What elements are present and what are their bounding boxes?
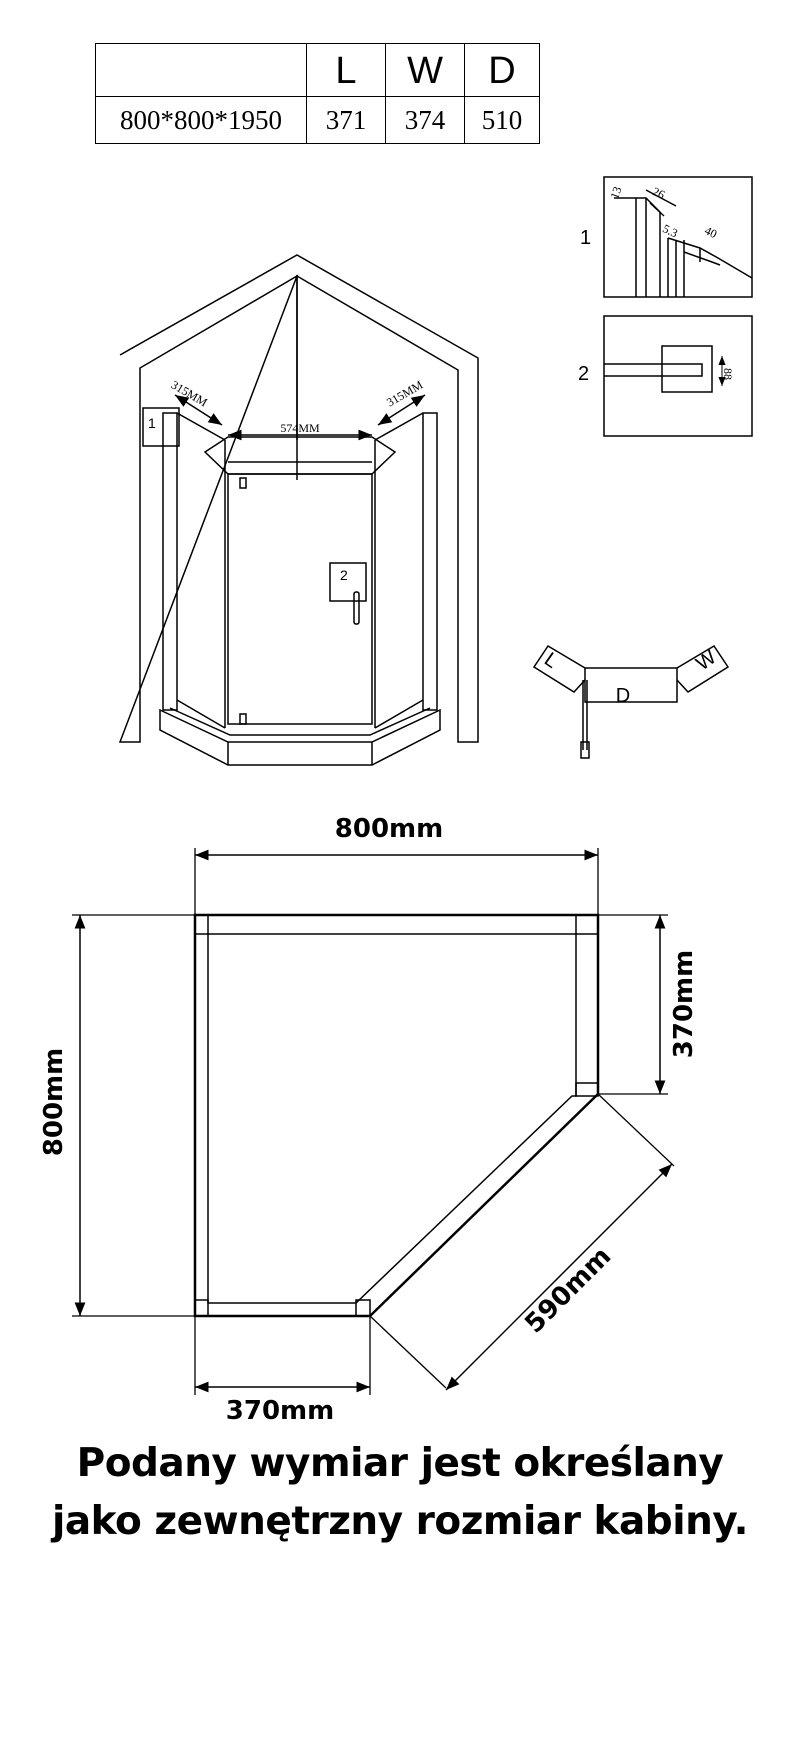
note-line-1: Podany wymiar jest określany <box>76 1441 724 1486</box>
plan-outline <box>193 913 600 1318</box>
plan-top-dim-label: 800mm <box>335 814 443 844</box>
right-side-dim-label: 315MM <box>384 377 425 409</box>
mini-plan-d-label: D <box>616 685 630 707</box>
plan-left-dim-label: 800mm <box>39 1048 69 1156</box>
detail-1-dim-b: 26 <box>650 184 667 202</box>
detail-1-box <box>603 176 753 298</box>
floor-plan <box>72 848 675 1395</box>
cell-model-size: 800*800*1950 <box>95 96 307 144</box>
perspective-view <box>118 254 479 766</box>
detail-1-dim-c: 5.3 <box>660 221 680 240</box>
detail-1-dim-a: 13 <box>607 185 624 201</box>
mini-plan <box>532 644 730 759</box>
callout-box-2 <box>329 562 367 602</box>
table-row: 800*800*1950 371 374 510 <box>95 96 540 144</box>
door-panel <box>227 473 373 725</box>
detail-1-dim-d: 40 <box>702 223 719 241</box>
callout-2-label: 2 <box>340 567 348 583</box>
shower-tray <box>159 708 441 766</box>
dimension-table: L W D 800*800*1950 371 374 510 <box>95 43 540 144</box>
header-cell-model <box>95 43 307 97</box>
dimension-note: Podany wymiar jest określany jako zewnęt… <box>0 1435 800 1551</box>
front-dim-label: 574MM <box>280 421 320 435</box>
cell-w-value: 374 <box>385 96 465 144</box>
plan-bottom-dim-label: 370mm <box>226 1396 334 1426</box>
cell-l-value: 371 <box>306 96 386 144</box>
plan-inner-outline <box>207 933 577 1304</box>
detail-2-dim: 88 <box>721 368 735 380</box>
plan-diagonal-dim-label: 590mm <box>519 1241 617 1339</box>
detail-2-box <box>603 315 753 437</box>
detail-2-label: 2 <box>578 363 589 385</box>
header-cell-d: D <box>464 43 540 97</box>
right-panel-profile <box>422 412 438 711</box>
detail-1-label: 1 <box>580 227 591 249</box>
door-hinge-bottom <box>239 713 247 725</box>
door-hinge-top <box>239 477 247 489</box>
left-panel-profile <box>162 412 178 711</box>
cell-d-value: 510 <box>464 96 540 144</box>
note-line-2: jako zewnętrzny rozmiar kabiny. <box>51 1499 749 1544</box>
callout-box-1 <box>142 407 180 447</box>
callout-1-label: 1 <box>148 415 156 431</box>
plan-right-dim-label: 370mm <box>669 950 699 1058</box>
wall-outline <box>118 254 479 743</box>
door-handle <box>353 591 360 625</box>
